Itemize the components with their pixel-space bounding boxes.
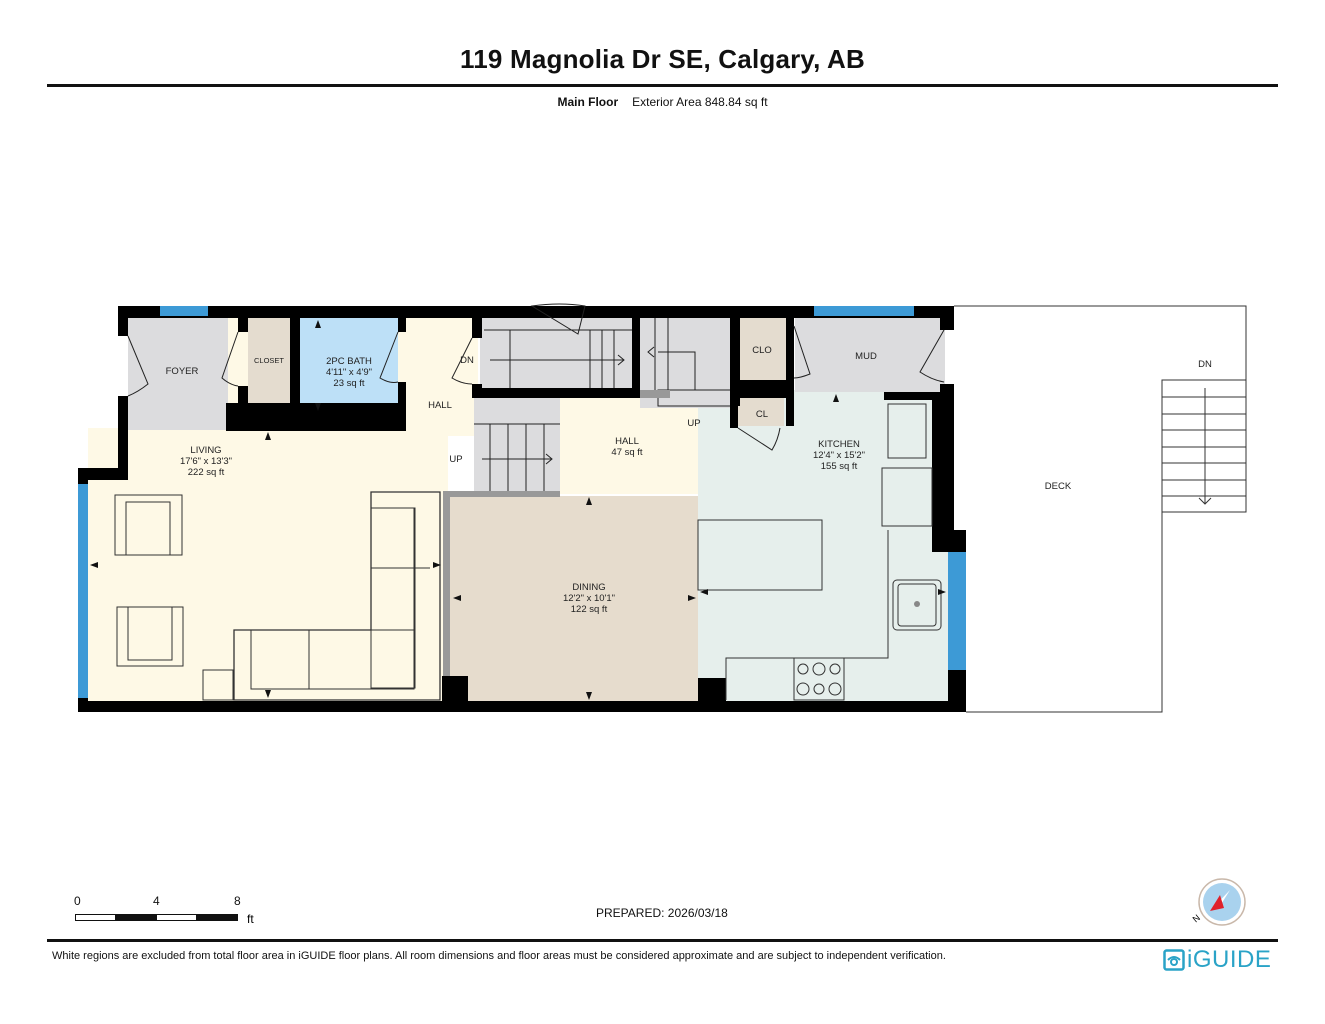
cl-room[interactable] [738, 398, 784, 426]
dining-wall-gray [443, 492, 450, 676]
foyer-label: FOYER [166, 366, 199, 377]
bath-room[interactable] [300, 316, 398, 414]
kitchen-area: 155 sq ft [821, 461, 858, 472]
bath-label: 2PC BATH [326, 356, 372, 367]
compass-north-label: N [1191, 913, 1202, 925]
living-label: LIVING [190, 445, 221, 456]
dimension-arrows [90, 320, 946, 700]
hall-upper-label: HALL [428, 400, 452, 411]
prepared-date: PREPARED: 2026/03/18 [596, 906, 728, 920]
scale-unit: ft [247, 912, 254, 924]
foyer-room[interactable] [128, 316, 228, 430]
scale-bar-graphic: ft [75, 912, 254, 926]
deck-area[interactable] [954, 305, 1247, 713]
scale-label-4: 4 [153, 894, 160, 908]
stairs-up-main[interactable] [474, 398, 560, 492]
dining-label: DINING [572, 582, 605, 593]
compass-icon: N [1191, 878, 1246, 926]
living-area: 222 sq ft [188, 467, 225, 478]
furniture [114, 403, 942, 701]
living-dims: 17'6" x 13'3" [180, 456, 232, 467]
mud-room[interactable] [795, 318, 945, 392]
sink-faucet-icon [914, 601, 920, 607]
dining-dims: 12'2" x 10'1" [563, 593, 615, 604]
dining-room[interactable] [450, 496, 698, 701]
stairs-up-hall[interactable] [640, 318, 733, 408]
stairs-down[interactable] [480, 318, 632, 390]
page-title: 119 Magnolia Dr SE, Calgary, AB [460, 44, 865, 74]
hall-label: HALL [615, 436, 639, 447]
floor-subtitle: Main Floor Exterior Area 848.84 sq ft [0, 95, 1325, 109]
stairs-up-label: UP [449, 454, 462, 465]
kitchen-label: KITCHEN [818, 439, 860, 450]
hall-area: 47 sq ft [611, 447, 643, 458]
dining-wall-gray-top [443, 491, 560, 497]
stairs-up-hall-label: UP [687, 418, 700, 429]
floor-name: Main Floor [557, 95, 619, 109]
walls [78, 306, 966, 712]
doors [127, 303, 945, 451]
scale-label-0: 0 [74, 894, 81, 908]
dining-area: 122 sq ft [571, 604, 608, 615]
scale-label-8: 8 [234, 894, 241, 908]
bath-dims: 4'11" x 4'9" [326, 367, 372, 378]
logo-text: iGUIDE [1187, 946, 1272, 973]
scale-bar: 0 4 8 ft [72, 894, 262, 929]
cl-label: CL [756, 409, 768, 420]
living-fill [88, 428, 448, 704]
camera-icon [1163, 949, 1185, 971]
closet-room[interactable] [248, 318, 290, 403]
clo-room[interactable] [740, 318, 786, 380]
mud-label: MUD [855, 351, 877, 362]
windows [78, 306, 966, 698]
kitchen-upper-fill [794, 390, 948, 500]
stairs-dn-label: DN [460, 355, 474, 366]
kitchen-dims: 12'4" x 15'2" [813, 450, 865, 461]
exterior-area: Exterior Area 848.84 sq ft [632, 95, 768, 109]
bath-area: 23 sq ft [333, 378, 365, 389]
disclaimer-text: White regions are excluded from total fl… [52, 950, 946, 962]
iguide-logo: iGUIDE [1163, 946, 1271, 974]
header-divider [47, 84, 1278, 87]
clo-label: CLO [752, 345, 772, 356]
deck-label: DECK [1045, 481, 1072, 492]
closet-label: CLOSET [254, 356, 284, 365]
deck-stairs-dn-label: DN [1198, 359, 1212, 370]
footer-divider [47, 939, 1278, 942]
